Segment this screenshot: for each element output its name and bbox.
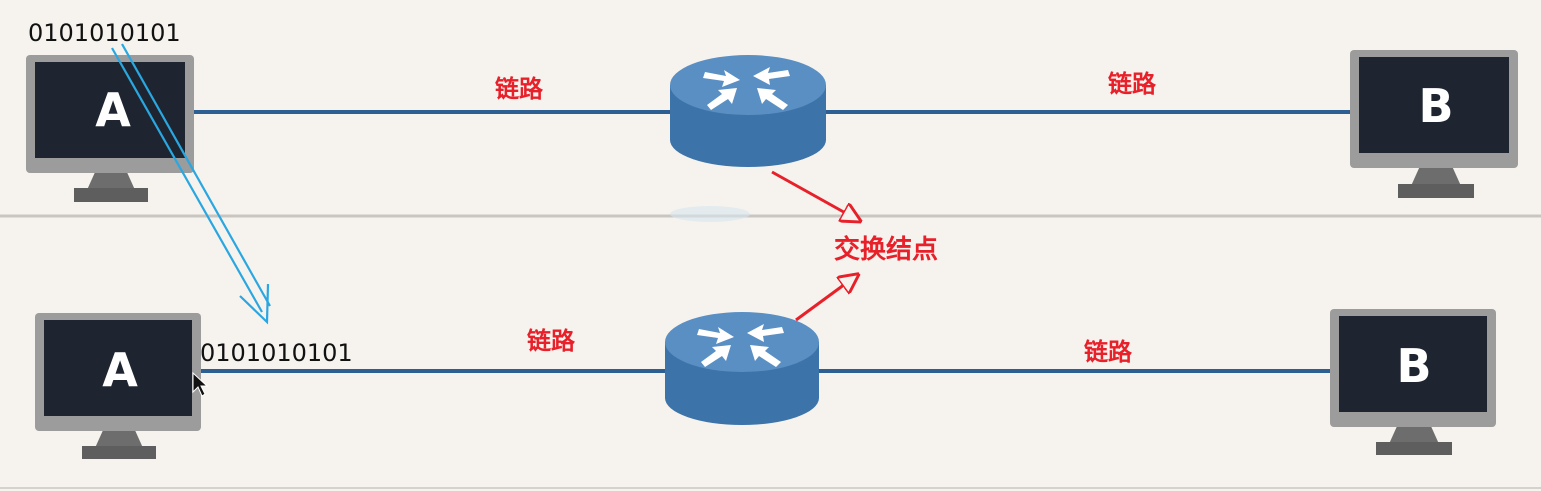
router [665, 312, 819, 425]
router-top [665, 312, 819, 372]
router-arrows-icon [703, 67, 790, 110]
monitor-base [82, 446, 156, 459]
monitor-stand [1389, 424, 1439, 444]
computer-label: A [102, 343, 138, 397]
computer-a: A [26, 55, 194, 202]
monitor-screen [1339, 316, 1487, 412]
computer-b: B [1330, 309, 1496, 455]
computer-label: B [1396, 339, 1431, 393]
top-row: A B 链路 链路 0101010101 [26, 19, 1518, 202]
monitor-stand [95, 428, 143, 448]
link-label: 链路 [495, 75, 544, 103]
monitor-base [74, 188, 148, 202]
computer-label: A [95, 83, 131, 137]
monitor-stand [87, 170, 135, 190]
bit-stream: 0101010101 [200, 339, 353, 367]
monitor-stand [1411, 166, 1461, 186]
router-arrows-icon [697, 324, 784, 367]
link-label: 链路 [1108, 70, 1157, 98]
background-cloud [670, 206, 750, 222]
monitor-screen [44, 320, 192, 416]
router-top [670, 55, 826, 115]
switch-node-label: 交换结点 [834, 234, 938, 265]
pointer-arrow [795, 276, 856, 322]
transmission-arrow [111, 43, 271, 325]
bottom-row: A B 链路 链路 0101010101 [35, 309, 1496, 459]
computer-b: B [1350, 50, 1518, 198]
monitor-base [1398, 184, 1474, 198]
link-label: 链路 [1084, 338, 1133, 366]
monitor-screen [1359, 57, 1509, 153]
cursor-icon [192, 371, 209, 397]
computer-a: A [35, 313, 201, 459]
bit-stream: 0101010101 [28, 19, 181, 47]
computer-label: B [1418, 79, 1453, 133]
pointer-arrow [771, 170, 858, 220]
monitor-base [1376, 442, 1452, 455]
link-label: 链路 [527, 327, 576, 355]
router [670, 55, 826, 167]
